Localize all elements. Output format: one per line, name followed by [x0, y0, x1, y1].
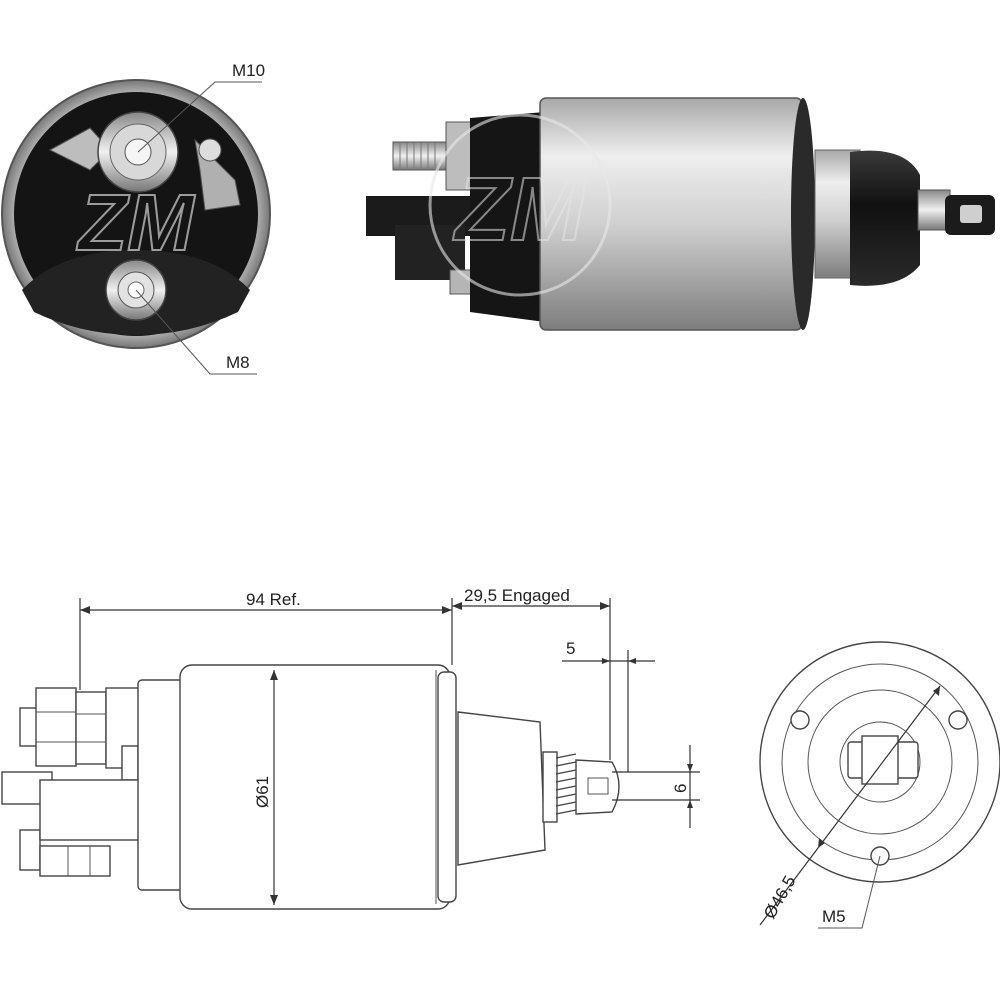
dim-label-diameter-bolt-circle: Ø46,5	[760, 872, 800, 922]
label-m5: M5	[822, 907, 846, 926]
dim-label-length-ref: 94 Ref.	[246, 590, 301, 609]
end-view-photo: ZM	[1, 79, 271, 375]
dim-label-plunger-width: 6	[671, 784, 690, 793]
dim-label-engaged: 29,5 Engaged	[464, 586, 570, 605]
dim-label-plunger-offset: 5	[566, 639, 575, 658]
label-m8: M8	[226, 353, 250, 372]
zm-watermark-logo-side: ZM	[452, 160, 587, 260]
label-m10: M10	[232, 61, 265, 80]
side-technical-drawing	[1, 598, 700, 910]
dim-label-diameter-body: Ø61	[253, 776, 272, 808]
side-view-photo: ZM	[366, 97, 995, 331]
end-technical-drawing	[759, 641, 1000, 929]
